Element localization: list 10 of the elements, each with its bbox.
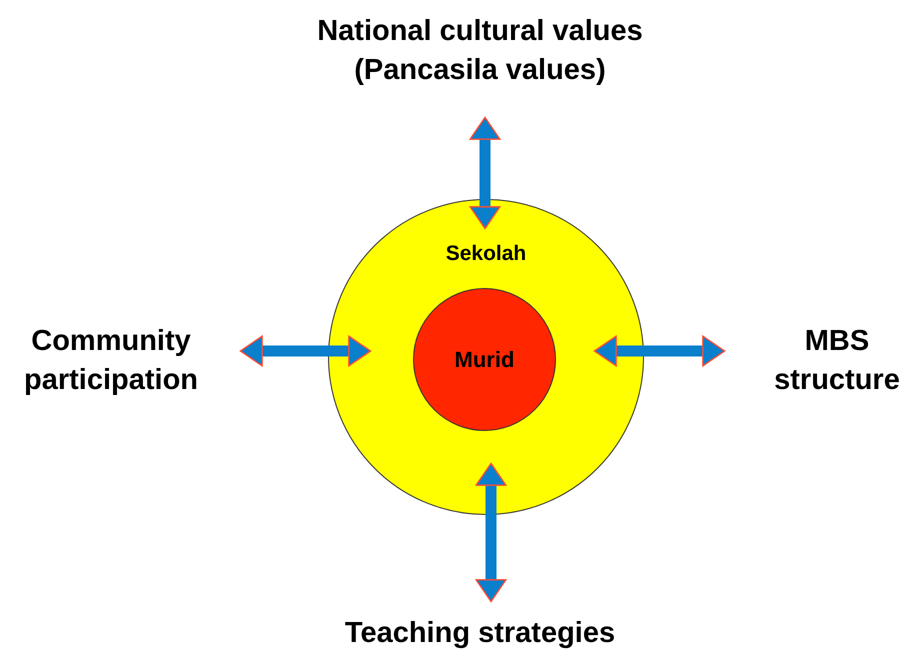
circle-label: Sekolah	[446, 242, 526, 266]
factor-label: Community participation	[22, 324, 199, 398]
double-arrow	[240, 335, 372, 367]
factor-label: MBS structure	[773, 324, 901, 398]
factor-label: Teaching strategies	[344, 616, 616, 652]
double-arrow	[594, 335, 726, 367]
circle-label: Murid	[454, 346, 514, 372]
double-arrow	[475, 462, 507, 602]
double-arrow	[469, 116, 501, 230]
factor-label: National cultural values (Pancasila values)	[316, 14, 644, 88]
